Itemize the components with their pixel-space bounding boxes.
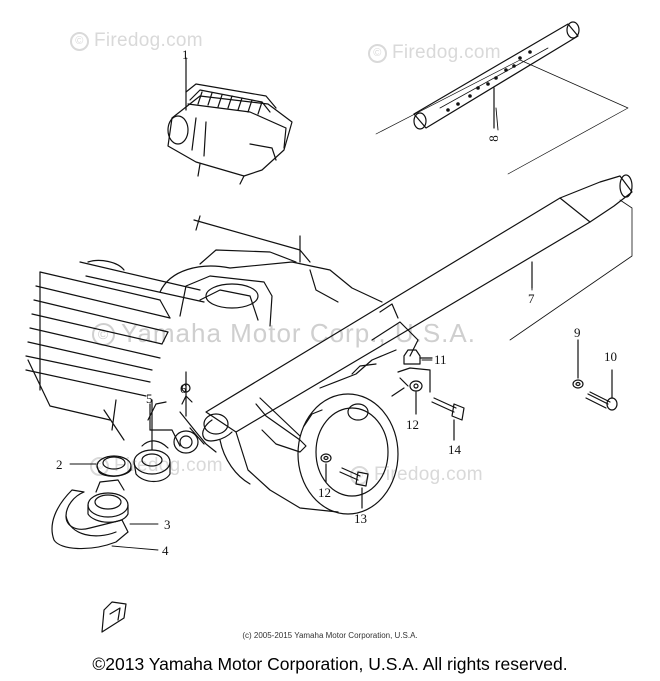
part-8-heat-shield bbox=[375, 21, 629, 175]
engine-block bbox=[25, 215, 431, 515]
leader-lines bbox=[69, 107, 533, 551]
part-1-airbox bbox=[167, 57, 293, 185]
part-6-bolt bbox=[181, 395, 193, 405]
part-10-bolt bbox=[585, 369, 618, 411]
watermark-top-left: ©Firedog.com bbox=[70, 30, 203, 52]
callout-6: 6 bbox=[180, 381, 187, 396]
part-13-bolt bbox=[339, 467, 369, 509]
callout-10: 10 bbox=[604, 349, 617, 364]
callout-9: 9 bbox=[574, 325, 581, 340]
callout-5: 5 bbox=[146, 391, 153, 406]
part-12-washer-lower bbox=[320, 453, 332, 483]
callout-13: 13 bbox=[354, 511, 367, 526]
callout-14: 14 bbox=[448, 442, 461, 457]
part-2-gasket bbox=[96, 455, 132, 477]
callout-2: 2 bbox=[56, 457, 63, 472]
callout-8: 8 bbox=[485, 135, 501, 142]
small-copyright: (c) 2005-2015 Yamaha Motor Corporation, … bbox=[242, 631, 418, 640]
part-9-washer bbox=[572, 339, 584, 389]
part-14-bolt bbox=[431, 397, 465, 441]
callout-12-lower: 12 bbox=[318, 485, 331, 500]
part-5-clamp bbox=[133, 399, 171, 483]
part-12-washer-upper bbox=[409, 380, 423, 415]
part-4-joint-pipe bbox=[51, 489, 129, 550]
callout-3: 3 bbox=[164, 517, 171, 532]
copyright-notice: ©2013 Yamaha Motor Corporation, U.S.A. A… bbox=[92, 654, 568, 674]
callout-12-upper: 12 bbox=[406, 417, 419, 432]
part-11-nut bbox=[403, 349, 433, 365]
yamaha-logo-mark bbox=[101, 601, 127, 633]
watermark-mid-left: ©Firedog.com bbox=[90, 455, 223, 477]
callout-1: 1 bbox=[182, 47, 189, 62]
watermark-mid-right: ©Firedog.com bbox=[350, 464, 483, 486]
part-7-muffler bbox=[202, 174, 633, 442]
part-3-flange bbox=[87, 479, 129, 523]
callout-4: 4 bbox=[162, 543, 169, 558]
callout-7: 7 bbox=[528, 291, 535, 306]
callout-11: 11 bbox=[434, 352, 447, 367]
watermark-top-right: ©Firedog.com bbox=[368, 42, 501, 64]
